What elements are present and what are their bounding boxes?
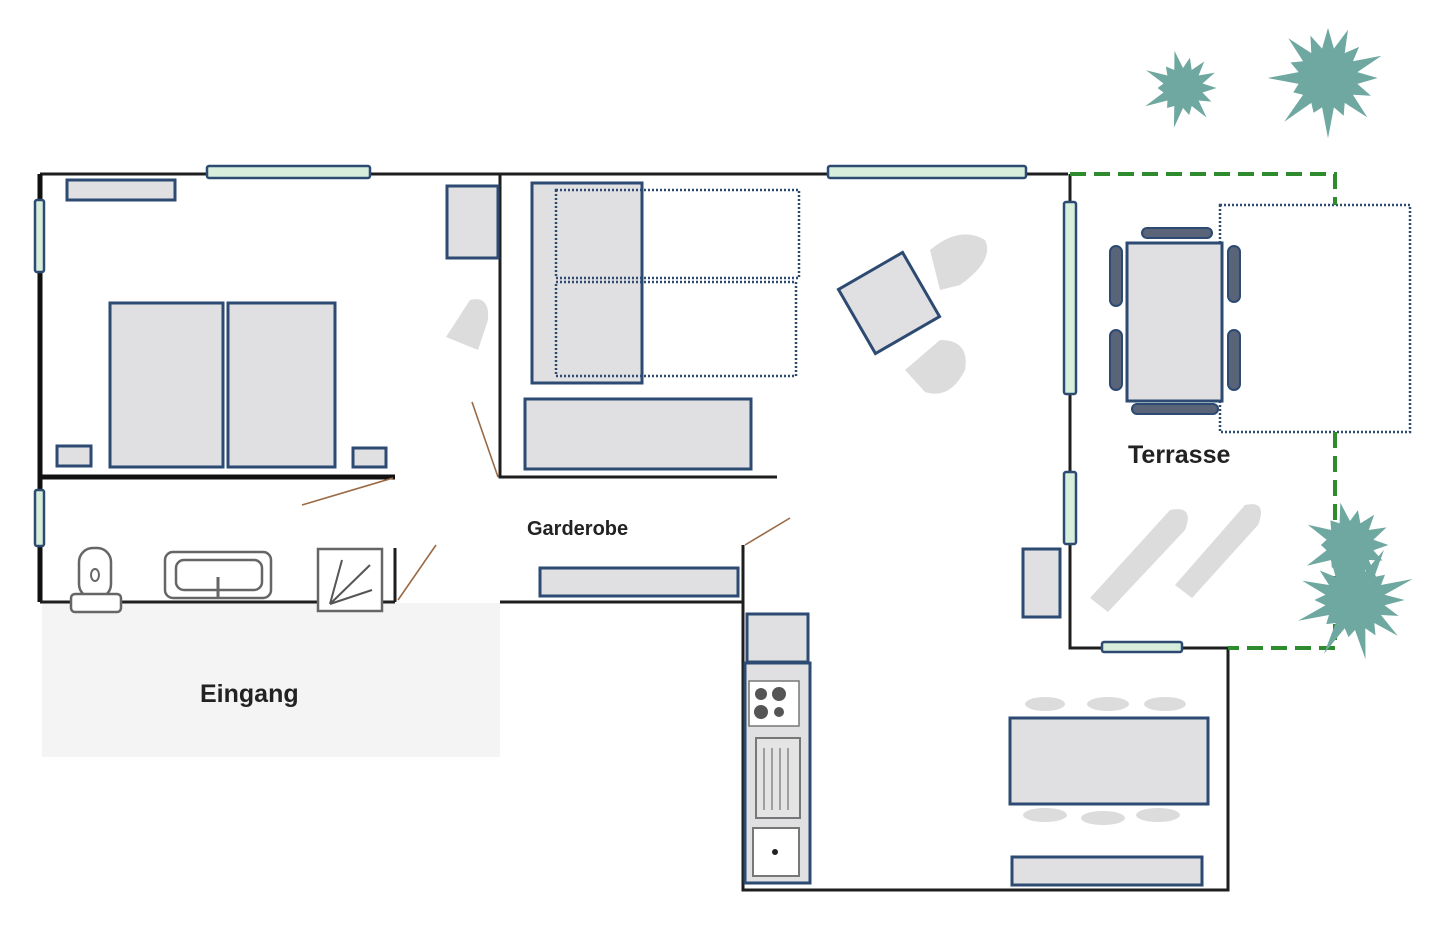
window-icon: [33, 164, 1184, 654]
sideboard-kitchen: [1010, 855, 1204, 887]
dining-table: [1008, 716, 1210, 806]
bed-right: [226, 301, 337, 469]
entrance-area: [42, 603, 500, 757]
fridge: [745, 612, 810, 664]
terrace-rug: [1218, 203, 1412, 434]
label-wardrobe: Garderobe: [527, 518, 628, 540]
bedroom: [55, 178, 500, 506]
living-room: [523, 181, 988, 598]
nightstand-right: [351, 446, 388, 469]
bed-left: [108, 301, 225, 469]
kitchen: [743, 547, 1210, 887]
cabinet-small: [1021, 547, 1062, 619]
dresser: [65, 178, 177, 202]
door-swing: [397, 544, 437, 601]
chair-icon: [905, 340, 966, 394]
sideboard: [523, 397, 753, 471]
door-swing: [301, 477, 394, 506]
sink-icon: [752, 827, 800, 877]
sofa: [530, 181, 644, 385]
cabinet: [445, 184, 500, 260]
chair-icon: [1023, 697, 1186, 825]
chair-icon: [1109, 227, 1241, 415]
plants: [1145, 27, 1413, 660]
stove-icon: [748, 680, 800, 727]
label-entrance: Eingang: [200, 680, 299, 708]
plant-icon: [1306, 502, 1389, 591]
bathroom: [69, 544, 437, 614]
chair-icon: [930, 234, 988, 290]
lounger-icon: [1175, 504, 1262, 598]
terrace-boundary: [1070, 172, 1337, 650]
door-swing: [471, 401, 499, 478]
plant-icon: [1145, 50, 1217, 128]
label-terrace: Terrasse: [1128, 441, 1230, 469]
nightstand-left: [55, 444, 93, 468]
terrace-table: [1125, 241, 1224, 403]
bathtub-icon: [163, 550, 273, 600]
coat-rack: [538, 566, 740, 598]
plant-icon: [1267, 27, 1382, 139]
terrace: [1090, 227, 1262, 612]
plant-icon: [1298, 548, 1413, 660]
toilet-icon: [69, 546, 123, 614]
chair-icon: [446, 299, 489, 350]
shower-icon: [316, 547, 384, 613]
lounger-icon: [1090, 509, 1188, 612]
dishwasher-icon: [755, 737, 801, 819]
door-swing: [744, 517, 791, 546]
armchair-table: [836, 250, 942, 356]
